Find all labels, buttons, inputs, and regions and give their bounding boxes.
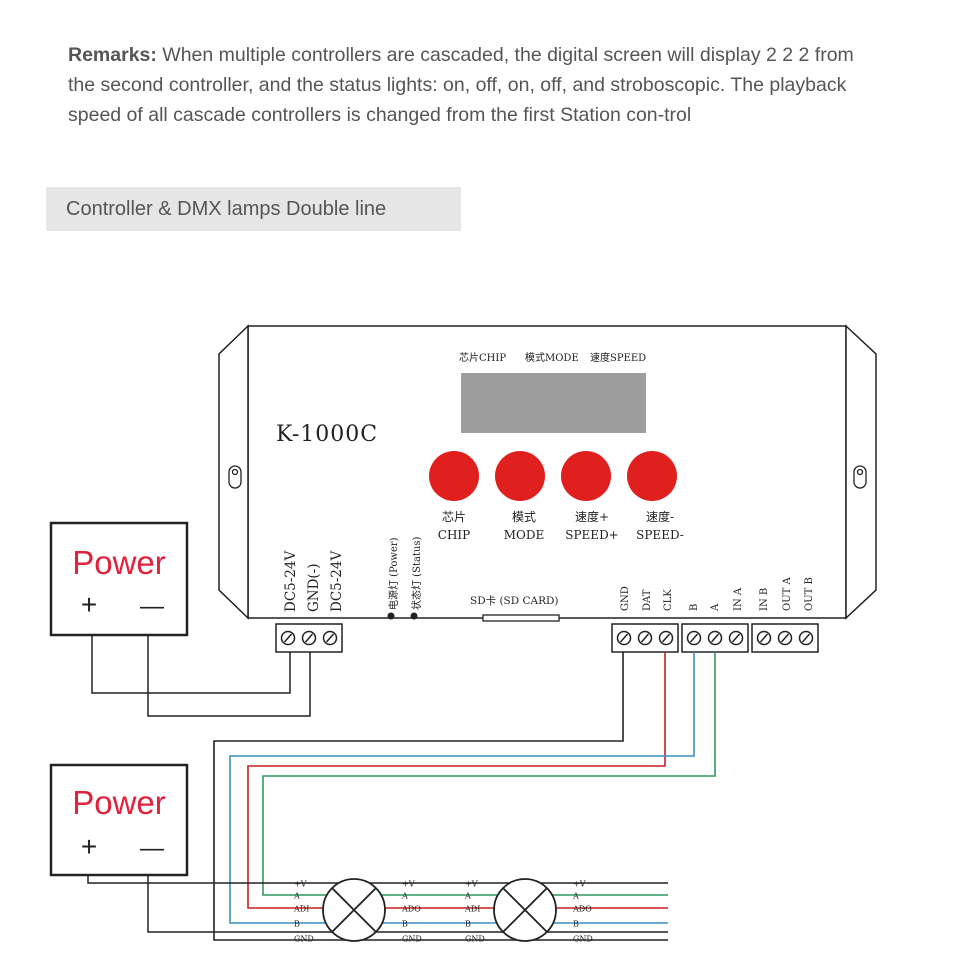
- chip-button[interactable]: [429, 451, 479, 501]
- lamp-2-in-label: A: [464, 892, 471, 901]
- signal-label-clk: CLK: [663, 589, 674, 611]
- power-terminal-block: [275, 623, 343, 653]
- speed-up-button-cn: 速度+: [575, 509, 609, 524]
- remarks-label: Remarks:: [68, 44, 157, 66]
- power-supply-1-minus: —: [140, 593, 164, 620]
- signal-wires: [213, 652, 716, 941]
- display-label-chip: 芯片CHIP: [459, 351, 506, 364]
- dmx-lamps: +V A ADI B GND +V A ADO B GND +V A ADI B GND +V A ADO B GND: [293, 878, 593, 944]
- terminal-screw-icon[interactable]: [798, 630, 814, 646]
- lamp-1-in-label: +V: [294, 880, 307, 889]
- terminal-blocks: [275, 623, 819, 653]
- dmx-out-terminal-block: [751, 623, 819, 653]
- mounting-hole-left-icon: [228, 465, 242, 489]
- lamp-2-in-label: ADI: [464, 905, 480, 914]
- chip-button-en: CHIP: [438, 528, 470, 542]
- lamp-1-in-label: A: [293, 892, 300, 901]
- terminal-screw-icon[interactable]: [707, 630, 723, 646]
- terminal-screw-icon[interactable]: [777, 630, 793, 646]
- dmx-label-b: B: [689, 604, 700, 611]
- terminal-screw-icon[interactable]: [686, 630, 702, 646]
- dmx-label-a: A: [710, 603, 721, 612]
- terminal-screw-icon[interactable]: [756, 630, 772, 646]
- lamp-1-in-label: GND: [294, 935, 314, 944]
- terminal-screw-icon[interactable]: [322, 630, 338, 646]
- lamp-2-in-label: +V: [465, 880, 478, 889]
- remarks-paragraph: Remarks: When multiple controllers are c…: [68, 40, 878, 130]
- display-label-speed: 速度SPEED: [590, 351, 646, 364]
- lamp-2-out-label: ADO: [572, 905, 592, 914]
- status-led: [410, 612, 418, 620]
- dmx-label-out-b: OUT B: [804, 577, 815, 611]
- status-led-label: 状态灯 (Status): [410, 536, 423, 610]
- sd-card-slot[interactable]: [482, 614, 560, 622]
- lamp-1-out-label: B: [402, 920, 408, 929]
- section-title: Controller & DMX lamps Double line: [46, 187, 461, 231]
- power-2-wires: [87, 875, 668, 933]
- terminal-screw-icon[interactable]: [658, 630, 674, 646]
- lamp-1-out-label: A: [401, 892, 408, 901]
- signal-terminal-block: [611, 623, 679, 653]
- signal-label-gnd: GND: [620, 586, 631, 611]
- speed-up-button[interactable]: [561, 451, 611, 501]
- dmx-lamp-2: +V A ADI B GND +V A ADO B GND: [464, 878, 593, 944]
- lamp-icon: [322, 878, 386, 942]
- terminal-screw-icon[interactable]: [280, 630, 296, 646]
- speed-down-button-en: SPEED-: [636, 528, 684, 542]
- power-supply-2: Power + —: [49, 763, 189, 877]
- lamp-1-out-label: ADO: [401, 905, 421, 914]
- lamp-2-in-label: GND: [465, 935, 485, 944]
- power-1-wires: [91, 635, 311, 717]
- dmx-in-terminal-block: [681, 623, 749, 653]
- sd-card-label: SD卡 (SD CARD): [470, 594, 559, 607]
- mode-button-cn: 模式: [512, 510, 536, 524]
- lamp-1-out-label: GND: [402, 935, 422, 944]
- speed-down-button[interactable]: [627, 451, 677, 501]
- power-supply-2-title: Power: [72, 784, 166, 821]
- display-label-mode: 模式MODE: [525, 351, 579, 364]
- lamp-2-out-label: +V: [573, 880, 586, 889]
- terminal-screw-icon[interactable]: [301, 630, 317, 646]
- digital-screen: [461, 373, 646, 433]
- control-buttons: [429, 451, 677, 501]
- lamp-1-in-label: B: [294, 920, 300, 929]
- lamp-2-in-label: B: [465, 920, 471, 929]
- remarks-text: When multiple controllers are cascaded, …: [68, 44, 854, 126]
- mounting-hole-right-icon: [853, 465, 867, 489]
- lamp-icon: [493, 878, 557, 942]
- power-supply-2-minus: —: [140, 835, 164, 862]
- terminal-screw-icon[interactable]: [616, 630, 632, 646]
- power-supply-1-plus: +: [81, 589, 97, 620]
- speed-down-button-cn: 速度-: [646, 509, 674, 524]
- dmx-label-in-a: IN A: [733, 587, 744, 611]
- mode-button-en: MODE: [504, 528, 545, 542]
- mode-button[interactable]: [495, 451, 545, 501]
- dmx-label-in-b: IN B: [759, 588, 770, 611]
- lamp-2-out-label: GND: [573, 935, 593, 944]
- power-supply-1-title: Power: [72, 544, 166, 581]
- power-supply-2-plus: +: [81, 831, 97, 862]
- terminal-label-gnd: GND(-): [306, 563, 322, 612]
- lamp-2-out-label: A: [572, 892, 579, 901]
- dmx-lamp-1: +V A ADI B GND +V A ADO B GND: [293, 878, 422, 944]
- terminal-screw-icon[interactable]: [637, 630, 653, 646]
- speed-up-button-en: SPEED+: [565, 528, 619, 542]
- terminal-screw-icon[interactable]: [728, 630, 744, 646]
- power-led: [387, 612, 395, 620]
- lamp-1-in-label: ADI: [293, 905, 309, 914]
- power-supply-1: Power + —: [49, 521, 189, 637]
- lamp-1-out-label: +V: [402, 880, 415, 889]
- power-led-label: 电源灯 (Power): [387, 537, 400, 610]
- signal-label-dat: DAT: [642, 589, 653, 611]
- terminal-label-dc2: DC5-24V: [329, 551, 345, 612]
- lamp-2-out-label: B: [573, 920, 579, 929]
- chip-button-cn: 芯片: [442, 510, 466, 524]
- model-name: K-1000C: [276, 422, 378, 447]
- terminal-label-dc1: DC5-24V: [283, 551, 299, 612]
- dmx-label-out-a: OUT A: [782, 577, 793, 611]
